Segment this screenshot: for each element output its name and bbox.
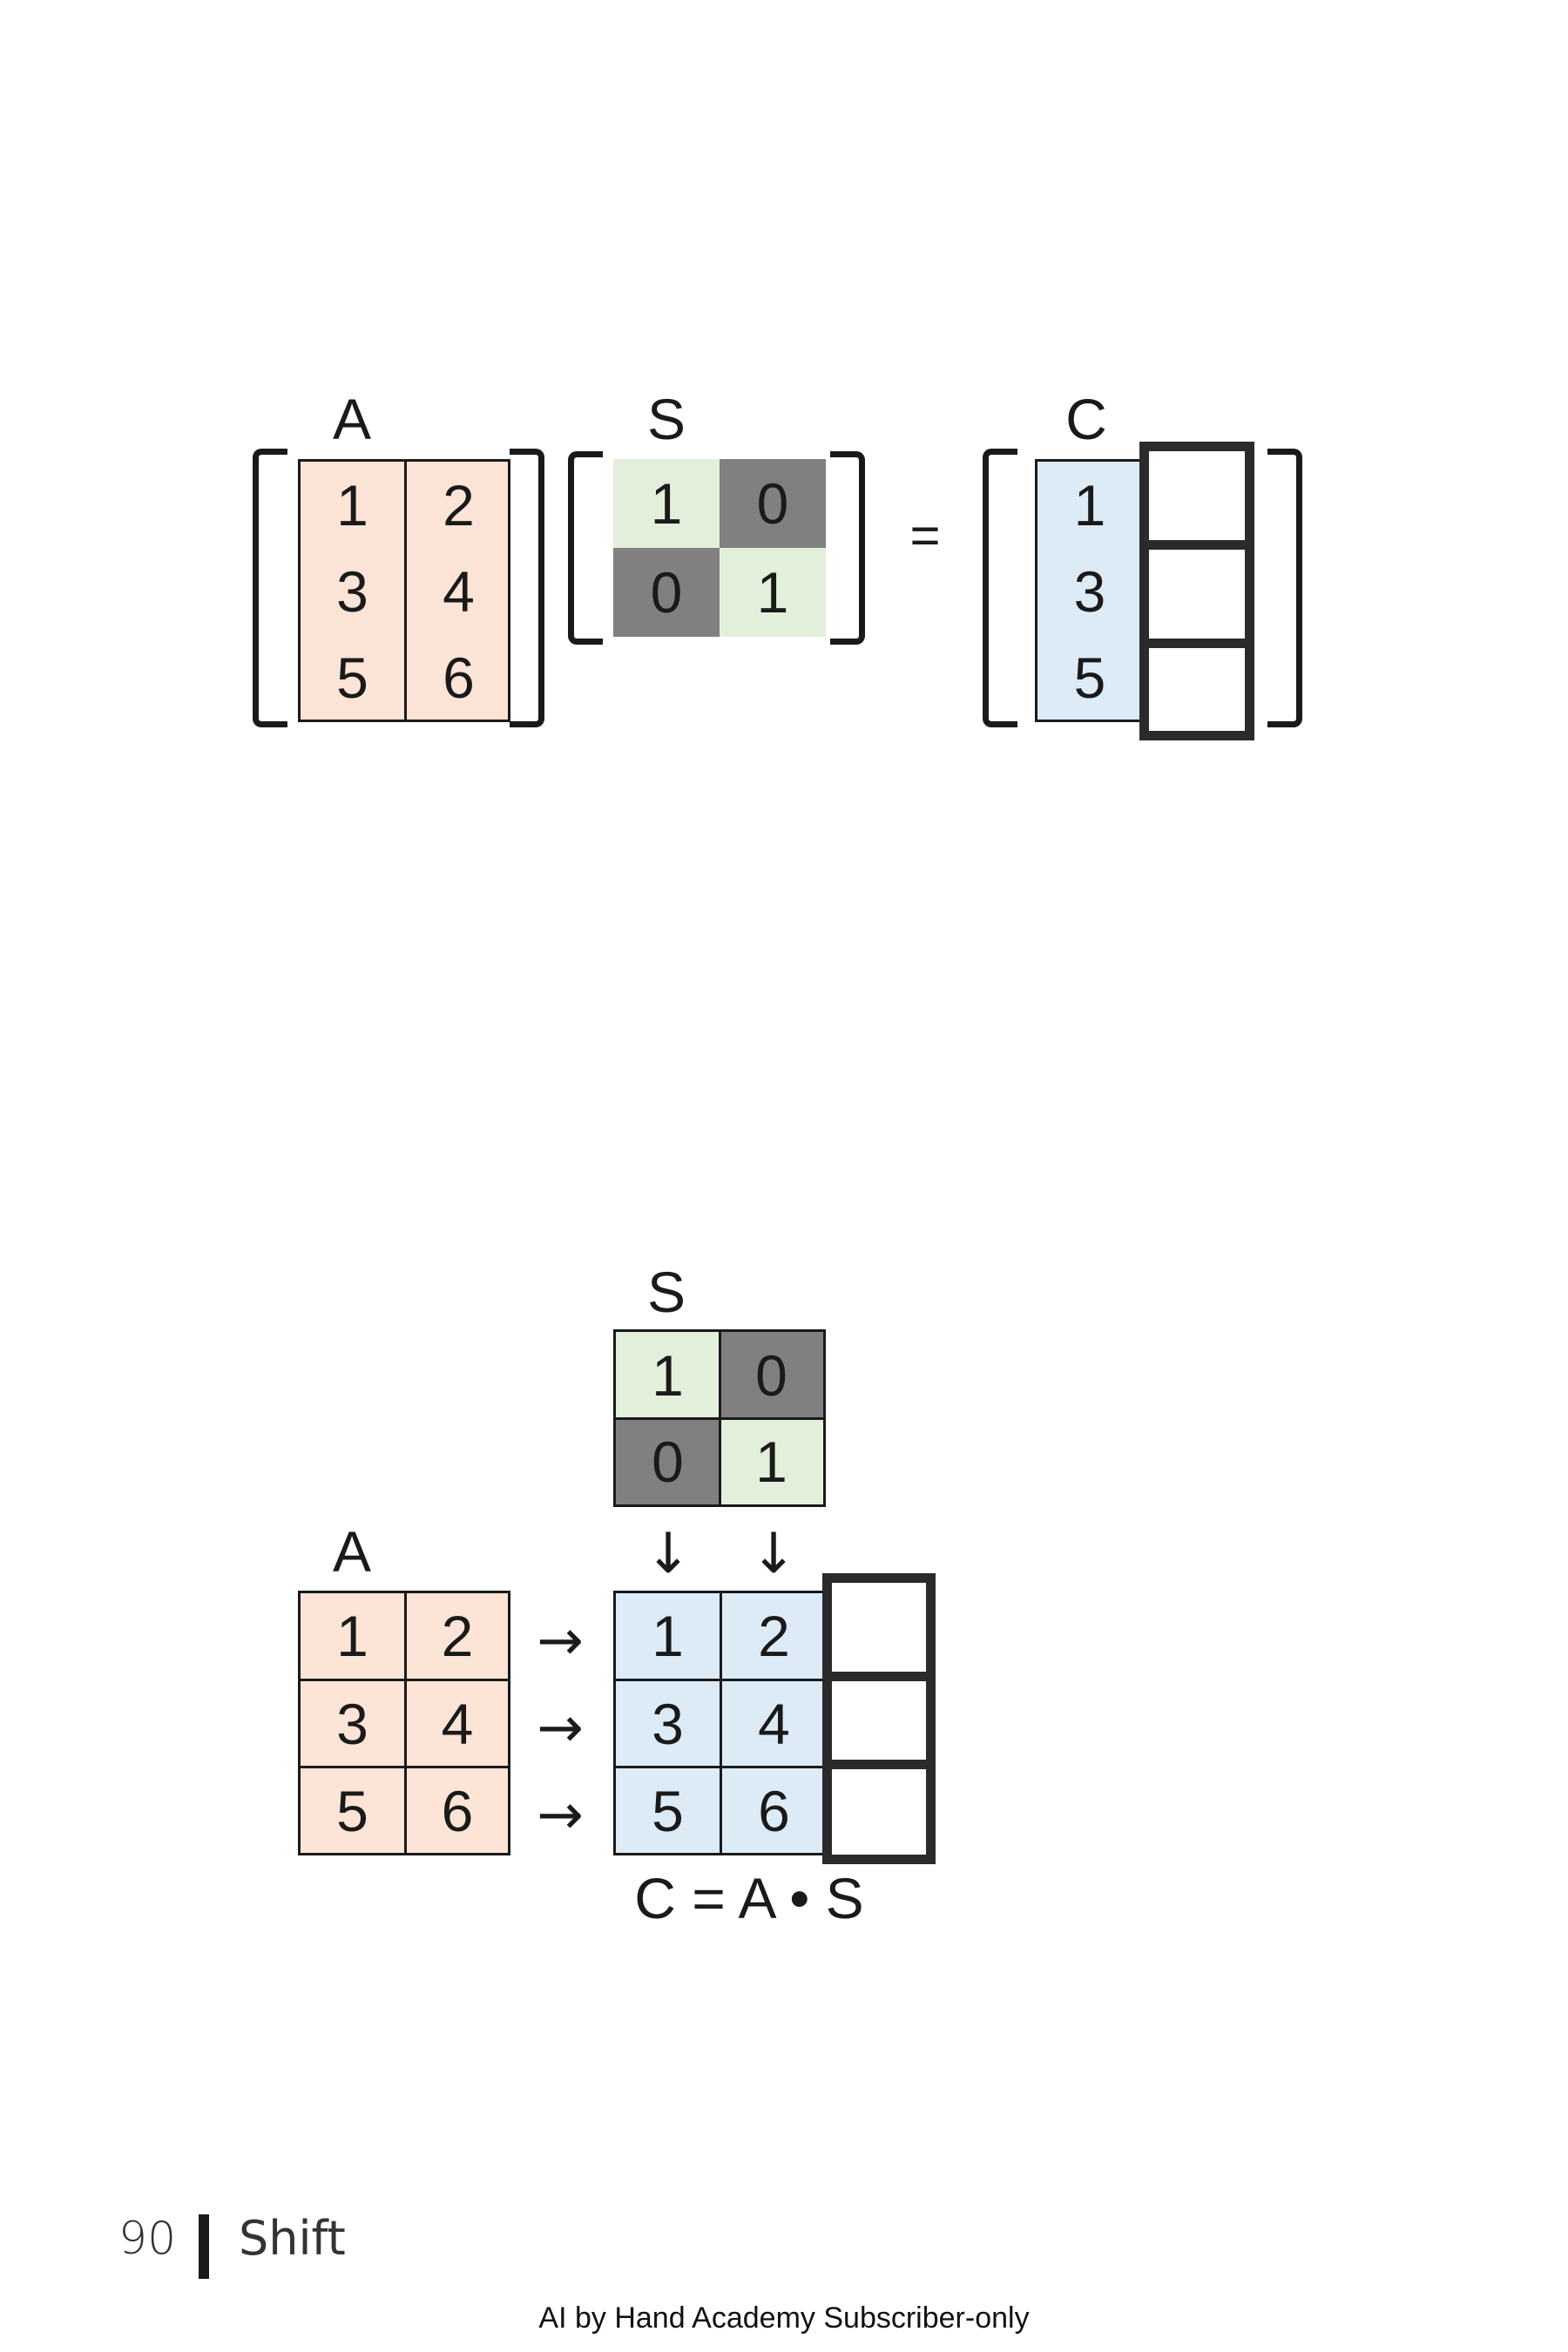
- matrix-c-cell: 5: [652, 1778, 684, 1843]
- equation-label: C = A • S: [634, 1866, 864, 1930]
- matrix-a-cell: 1: [336, 1604, 368, 1668]
- matrix-s-right-bracket: [830, 451, 865, 645]
- credit-line: AI by Hand Academy Subscriber-only: [538, 2301, 1030, 2335]
- matrix-a-cell: 6: [443, 645, 475, 710]
- matrix-a-cell: 5: [336, 1778, 368, 1843]
- matrix-s-left-bracket: [568, 451, 603, 645]
- matrix-a-cell: 2: [441, 1604, 474, 1668]
- empty-slot: [822, 1760, 936, 1864]
- grid-divider: [301, 1766, 508, 1768]
- matrix-s-cell: 1: [720, 1418, 823, 1504]
- matrix-c-cell: 1: [1073, 472, 1106, 537]
- matrix-c-right-bracket: [1267, 449, 1302, 727]
- matrix-a-cell: 3: [336, 1691, 368, 1756]
- matrix-s-bottom: 1 0 0 1: [613, 1329, 826, 1507]
- matrix-a-cell: 5: [336, 645, 368, 710]
- matrix-a-cell: 3: [336, 558, 368, 624]
- empty-slot: [1139, 442, 1254, 550]
- footer-divider: [199, 2214, 209, 2279]
- empty-slot: [822, 1672, 936, 1769]
- grid-divider: [616, 1766, 826, 1768]
- right-arrow-icon: →: [537, 1696, 584, 1761]
- matrix-s-cell: 1: [616, 1332, 720, 1418]
- empty-slot: [822, 1573, 936, 1681]
- matrix-c-left-bracket: [983, 449, 1017, 727]
- matrix-c-cell: 3: [652, 1691, 684, 1756]
- empty-slot: [1139, 639, 1254, 740]
- grid-divider: [301, 1679, 508, 1681]
- matrix-s-label-bottom: S: [646, 1260, 686, 1324]
- matrix-c-cell: 2: [758, 1604, 790, 1668]
- matrix-s-cell: 0: [720, 1332, 823, 1418]
- matrix-c-column: 1 3 5: [1035, 459, 1143, 722]
- matrix-a-cell: 4: [441, 1691, 474, 1756]
- matrix-a-divider: [404, 462, 407, 720]
- matrix-c-cell: 5: [1073, 645, 1106, 710]
- matrix-a: 1 2 3 4 5 6: [298, 459, 510, 722]
- down-arrow-icon: ↓: [645, 1522, 692, 1586]
- matrix-s-cell: 1: [613, 459, 720, 548]
- matrix-s-cell: 0: [720, 459, 826, 548]
- matrix-c-label: C: [1065, 387, 1107, 451]
- right-arrow-icon: →: [537, 1609, 584, 1673]
- matrix-c-cell: 3: [1073, 558, 1106, 624]
- matrix-a-cell: 1: [336, 472, 368, 537]
- section-title: Shift: [239, 2211, 346, 2266]
- matrix-c-cell: 6: [758, 1778, 790, 1843]
- equals-sign: =: [909, 506, 941, 564]
- matrix-s-cell: 0: [616, 1418, 720, 1504]
- matrix-a-cell: 2: [443, 472, 475, 537]
- matrix-a-left-bracket: [253, 449, 287, 727]
- matrix-a-label: A: [332, 387, 372, 451]
- matrix-s-label: S: [646, 387, 686, 451]
- grid-divider: [720, 1593, 722, 1853]
- matrix-c-bottom: 1 2 3 4 5 6: [613, 1591, 826, 1855]
- right-arrow-icon: →: [537, 1783, 584, 1848]
- matrix-c-cell: 1: [652, 1604, 684, 1668]
- matrix-c-cell: 4: [758, 1691, 790, 1756]
- matrix-a-cell: 6: [441, 1778, 474, 1843]
- matrix-s-cell: 0: [613, 548, 720, 637]
- matrix-s: 1 0 0 1: [613, 459, 826, 637]
- grid-divider: [616, 1679, 826, 1681]
- empty-slot: [1139, 540, 1254, 648]
- matrix-a-bottom: 1 2 3 4 5 6: [298, 1591, 510, 1855]
- matrix-a-right-bracket: [510, 449, 544, 727]
- matrix-s-cell: 1: [720, 548, 826, 637]
- grid-divider: [616, 1417, 823, 1420]
- matrix-a-label-bottom: A: [332, 1519, 372, 1584]
- page-number: 90: [118, 2213, 177, 2265]
- matrix-a-cell: 4: [443, 558, 475, 624]
- grid-divider: [404, 1593, 407, 1853]
- down-arrow-icon: ↓: [750, 1522, 797, 1586]
